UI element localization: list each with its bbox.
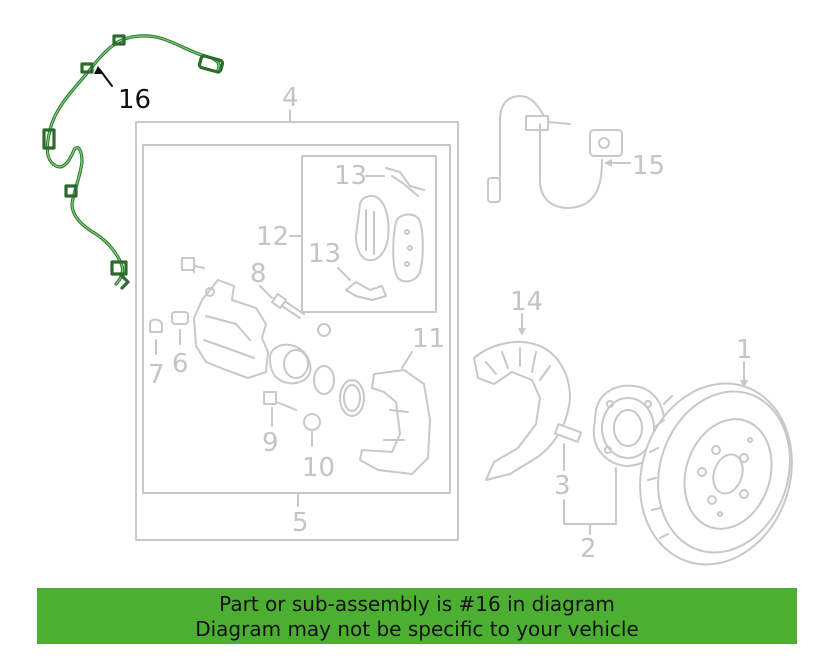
callout-12: 12 <box>256 222 289 252</box>
callout-5: 5 <box>292 508 309 538</box>
callout-4: 4 <box>282 83 299 113</box>
callout-8: 8 <box>250 259 267 289</box>
part-16-wheel-speed-sensor-wire[interactable] <box>42 34 225 290</box>
callout-7: 7 <box>148 360 165 390</box>
callout-11: 11 <box>412 324 445 354</box>
callout-1: 1 <box>736 335 753 365</box>
parts-diagram: 16 15 4 5 12 13 13 8 7 <box>42 34 793 566</box>
part-15-brake-hose <box>487 95 623 209</box>
brake-rotor <box>639 382 793 566</box>
callout-10: 10 <box>302 453 335 483</box>
callout-9: 9 <box>262 428 279 458</box>
callout-3: 3 <box>554 471 571 501</box>
assembly-box-5 <box>142 144 451 494</box>
dust-shield <box>473 340 571 481</box>
callout-13-bottom: 13 <box>308 239 341 269</box>
callout-13-top: 13 <box>334 161 367 191</box>
caliper-bracket <box>359 369 431 475</box>
assembly-box-4 <box>135 121 459 541</box>
caliper-housing <box>193 279 269 379</box>
callout-6: 6 <box>172 349 189 379</box>
brake-pad-inner <box>355 195 390 262</box>
callout-16: 16 <box>118 85 151 115</box>
banner-line-1: Part or sub-assembly is #16 in diagram <box>219 592 615 616</box>
assembly-box-12 <box>301 155 437 313</box>
callout-2: 2 <box>580 534 597 564</box>
callout-14: 14 <box>510 287 543 317</box>
banner-line-2: Diagram may not be specific to your vehi… <box>195 617 639 641</box>
callout-15: 15 <box>632 151 665 181</box>
info-banner: Part or sub-assembly is #16 in diagram D… <box>37 588 797 644</box>
caliper-piston <box>269 343 312 385</box>
